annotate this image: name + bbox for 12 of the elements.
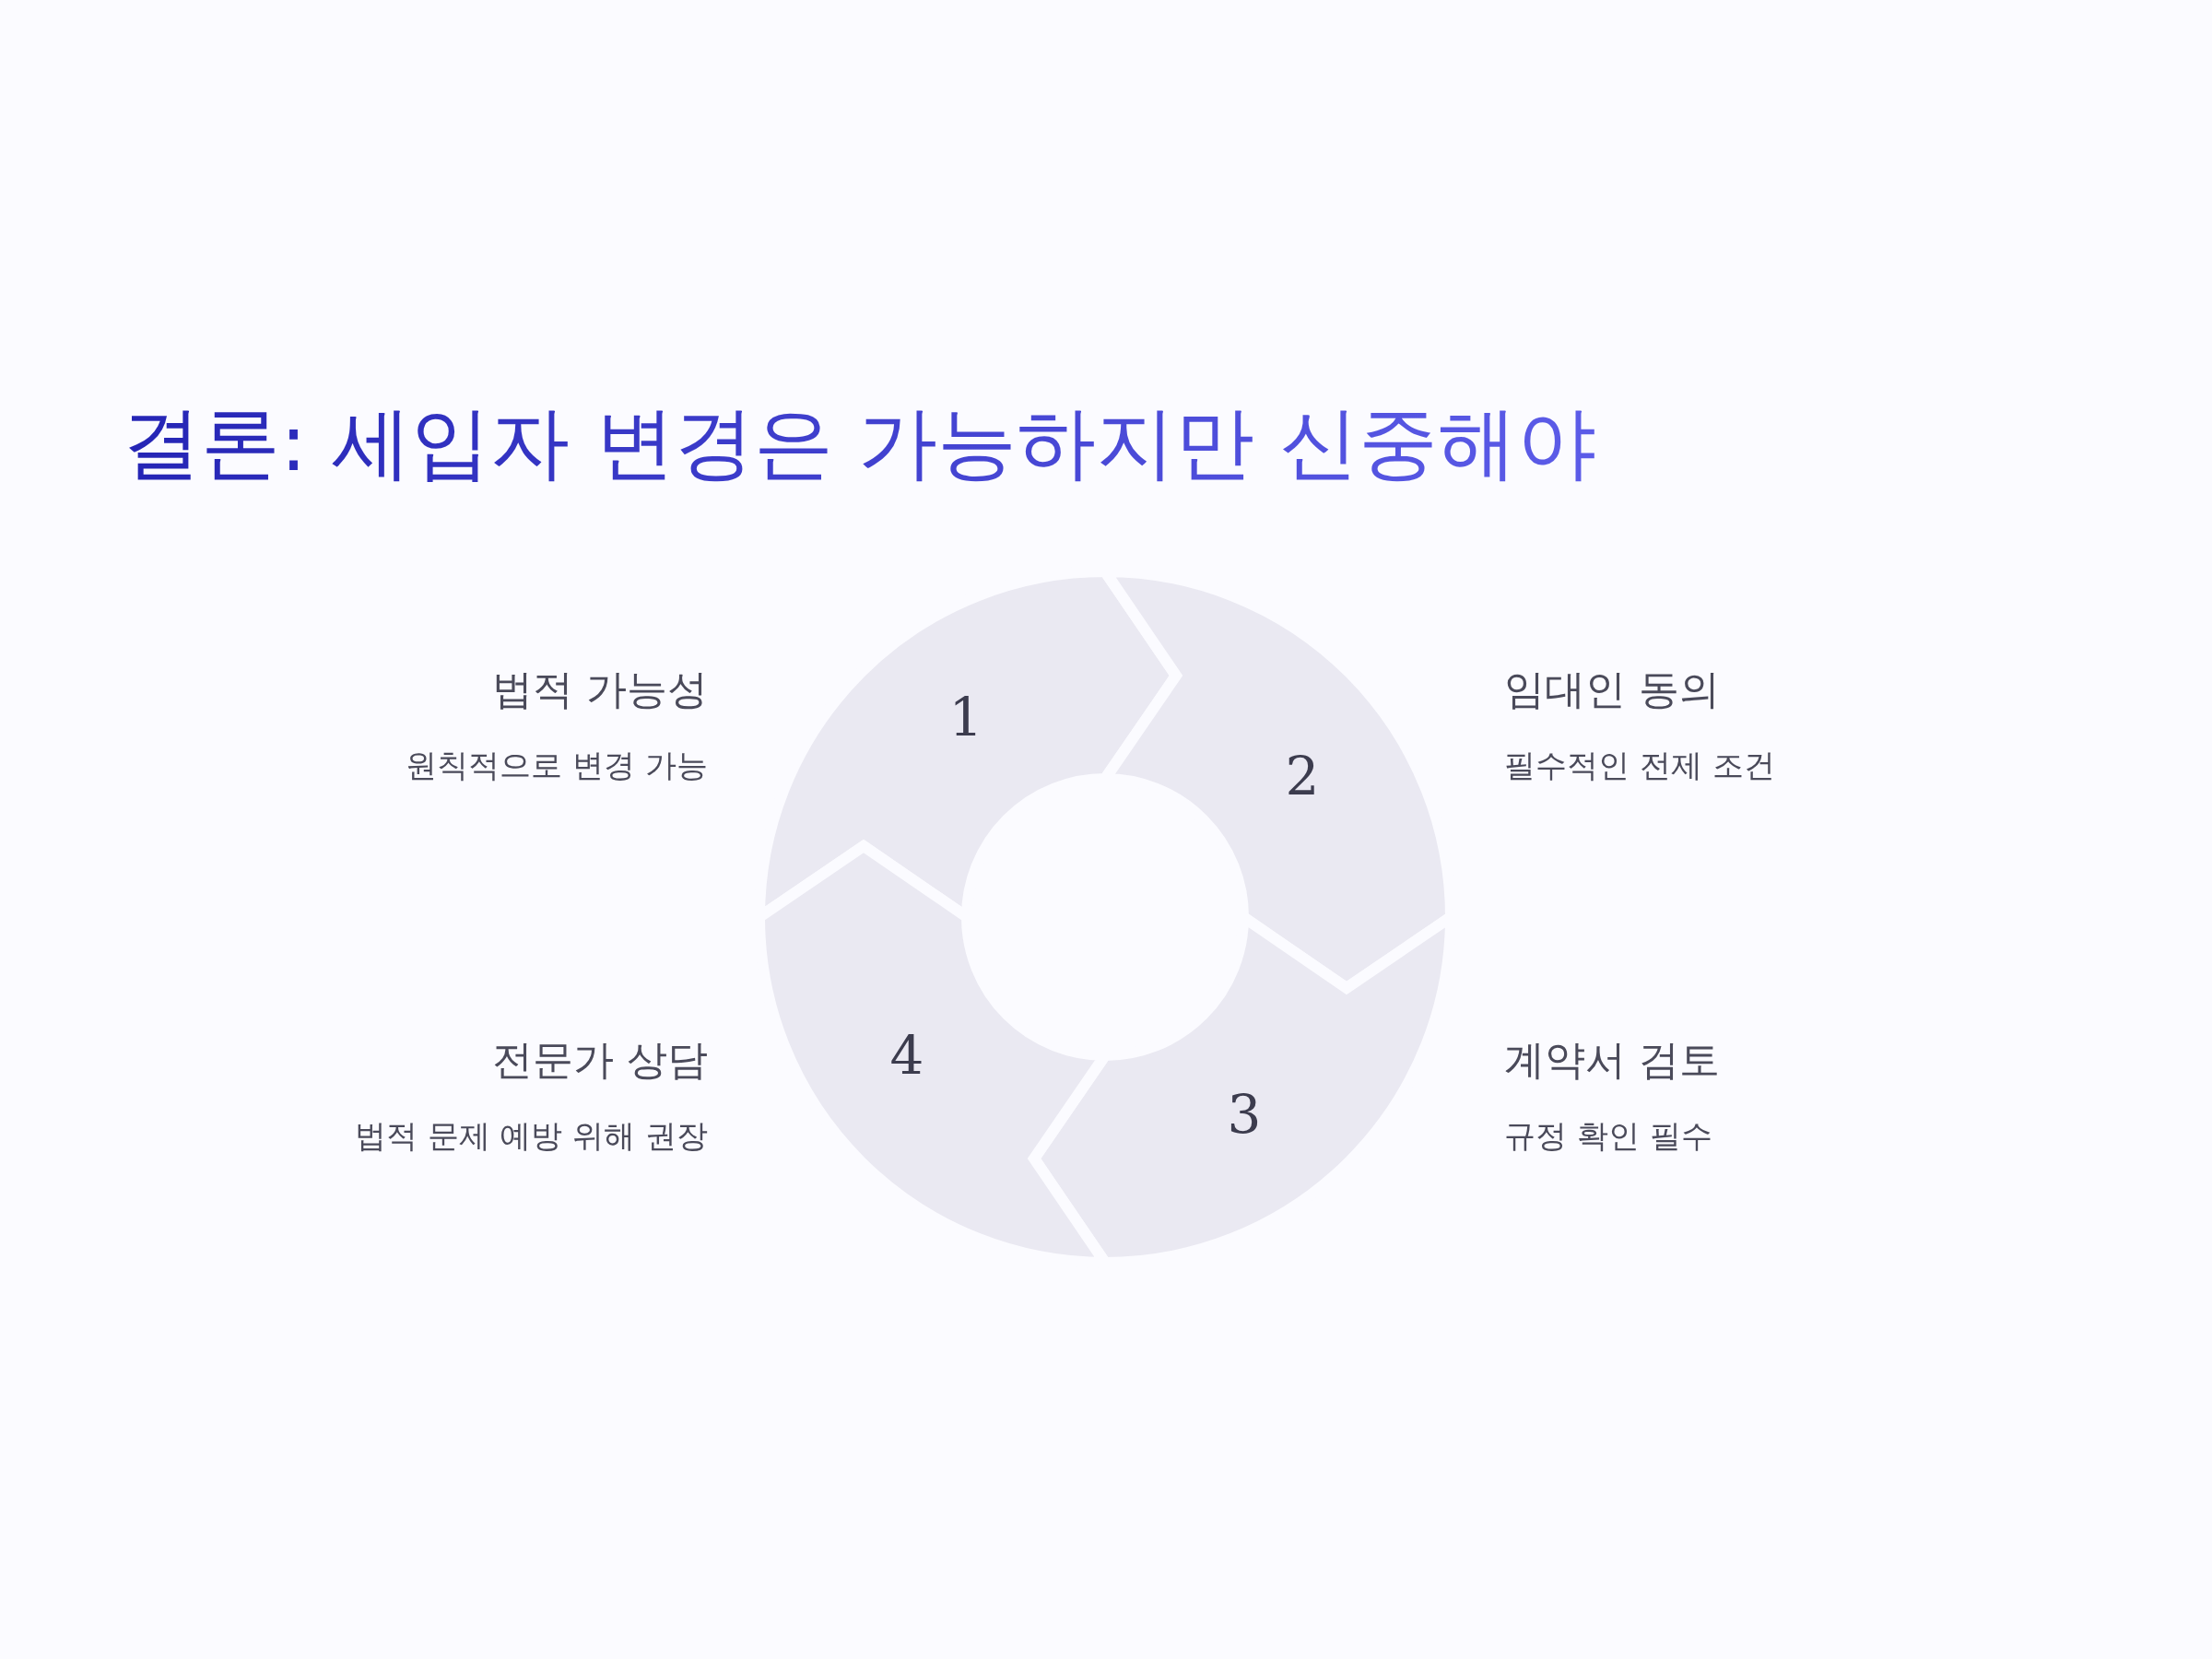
step-heading: 전문가 상담 xyxy=(492,1035,708,1085)
step-description: 원칙적으로 변경 가능 xyxy=(406,746,708,785)
step-heading: 임대인 동의 xyxy=(1504,665,1720,714)
step-number: 1 xyxy=(948,687,983,747)
step-number: 4 xyxy=(889,1025,924,1086)
step-description: 필수적인 전제 조건 xyxy=(1504,746,1775,785)
step-heading: 법적 가능성 xyxy=(492,665,708,714)
step-number: 2 xyxy=(1285,746,1320,806)
step-description: 규정 확인 필수 xyxy=(1504,1116,1712,1156)
step-heading: 계약서 검토 xyxy=(1504,1035,1720,1085)
step-number: 3 xyxy=(1227,1084,1262,1145)
step-description: 법적 문제 예방 위해 권장 xyxy=(354,1116,708,1156)
